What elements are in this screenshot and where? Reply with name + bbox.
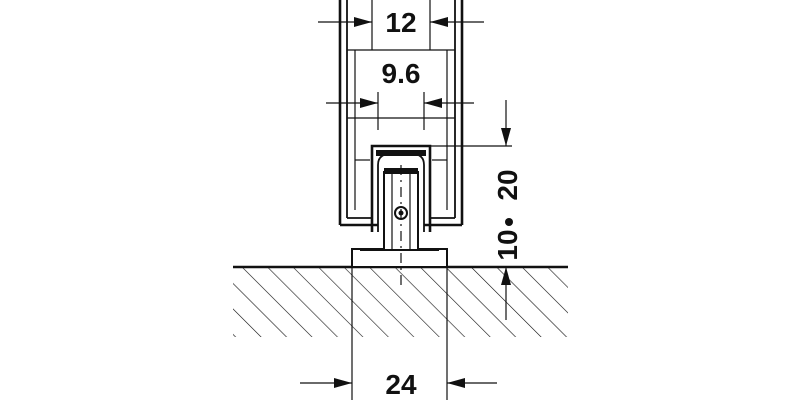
dimension-top-width: 12 <box>318 0 484 50</box>
guide-channel <box>370 144 432 232</box>
dimension-label-9-6: 9.6 <box>382 58 421 89</box>
dimension-label-24: 24 <box>385 369 417 400</box>
dimension-label-12: 12 <box>385 7 416 38</box>
door-profile <box>338 0 464 227</box>
dimension-vertical: 20 10 <box>492 100 523 320</box>
dimension-inner-width: 9.6 <box>326 58 474 130</box>
floor-guide-plate <box>351 248 448 268</box>
centre-lines <box>400 145 512 290</box>
dimension-base-width: 24 <box>300 267 497 400</box>
dimension-label-20: 20 <box>492 169 523 200</box>
dimension-dot <box>505 218 513 226</box>
dimension-label-10: 10 <box>492 229 523 260</box>
